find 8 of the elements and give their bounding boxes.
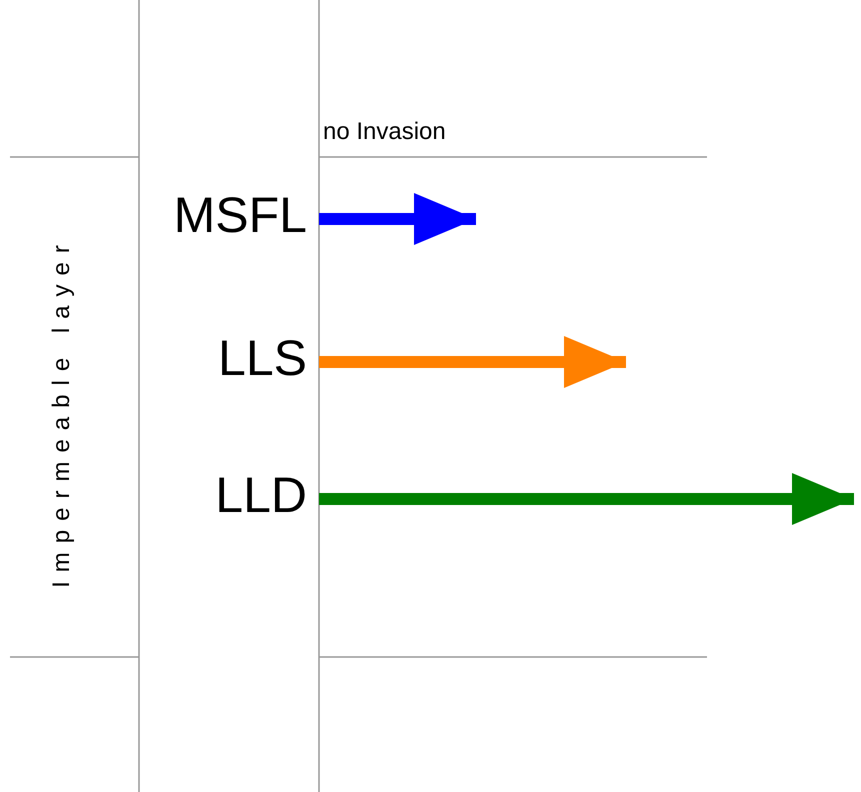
arrow: [319, 193, 476, 245]
zone-label: no Invasion: [323, 118, 446, 146]
arrow: [319, 336, 626, 388]
log-name: MSFL: [174, 187, 319, 243]
arrow: [319, 473, 854, 525]
log-name: LLD: [215, 467, 319, 523]
log-name: LLS: [218, 330, 319, 386]
layer-label: Impermeable layer: [48, 236, 76, 588]
